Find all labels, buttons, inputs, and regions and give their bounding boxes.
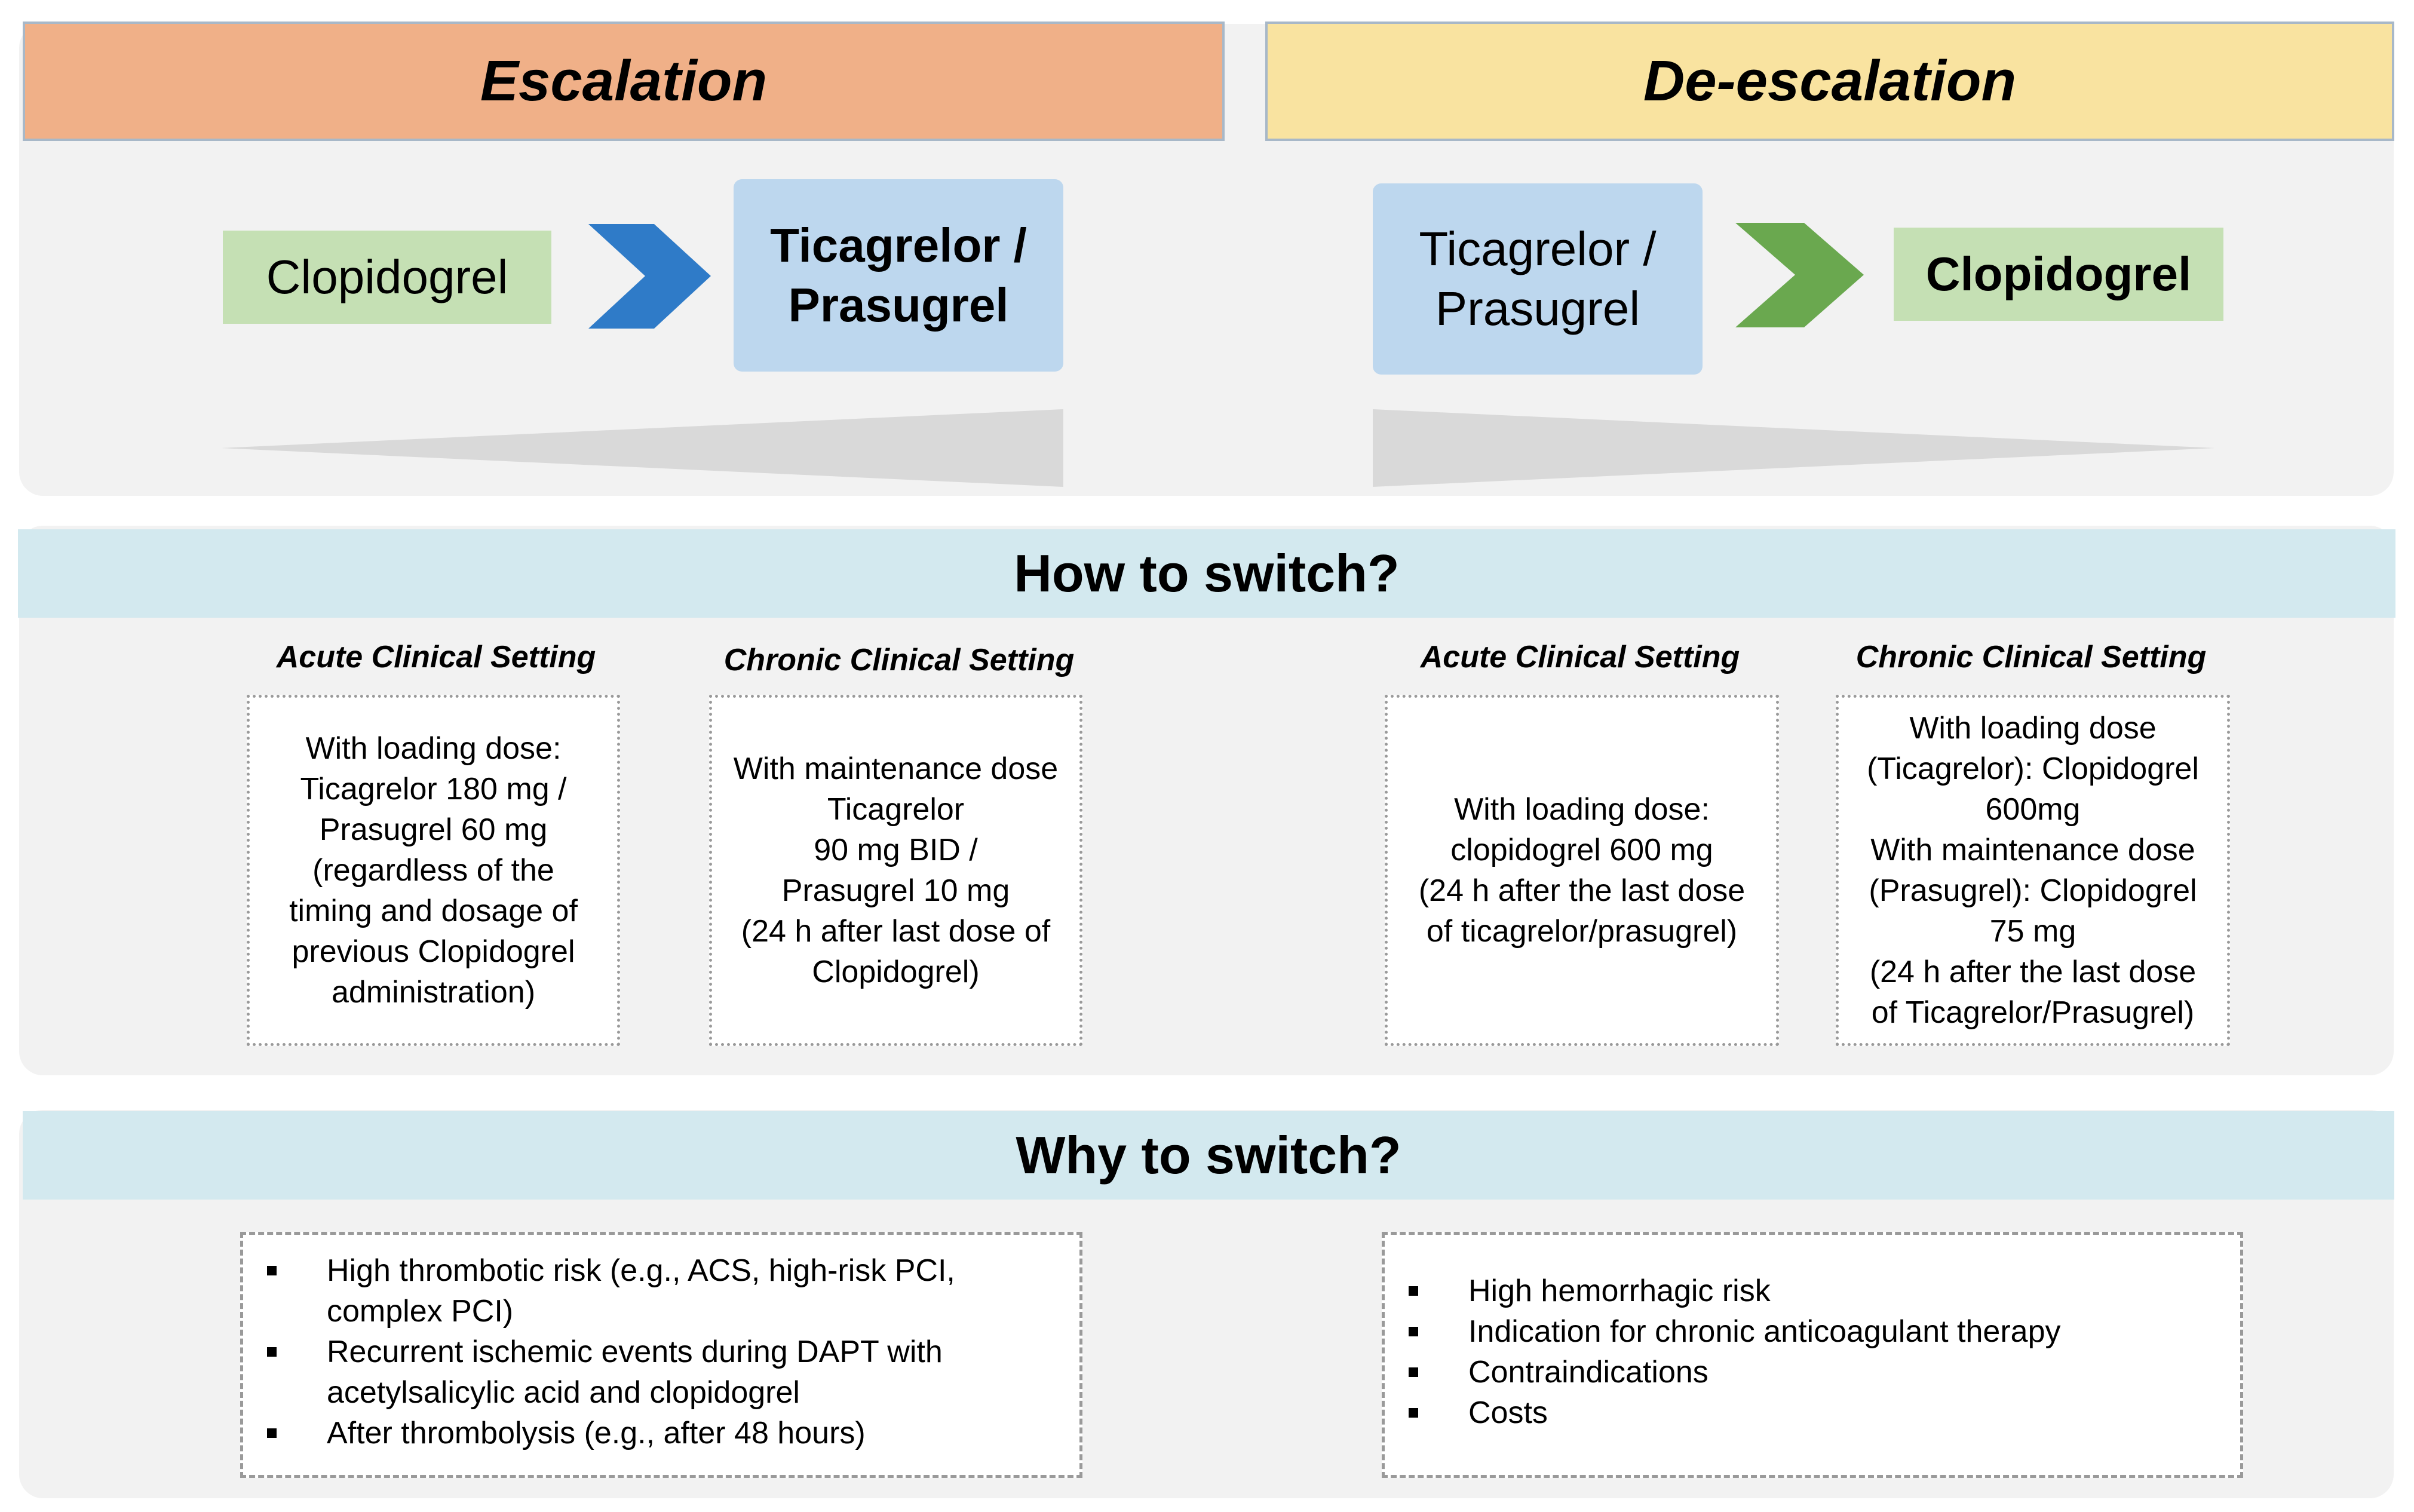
escalation-wedge-icon: [221, 409, 1063, 487]
bullet-icon: [1409, 1327, 1418, 1336]
deescalation-wedge-shape: [1373, 409, 2215, 487]
bullet-icon: [267, 1428, 277, 1438]
escalation-reasons-box: High thrombotic risk (e.g., ACS, high-ri…: [240, 1232, 1082, 1478]
how-to-switch-band: How to switch?: [18, 529, 2395, 618]
escalation-reasons-list: High thrombotic risk (e.g., ACS, high-ri…: [243, 1250, 1079, 1453]
deescalation-arrow-icon: [1735, 223, 1864, 327]
esc-acute-box: With loading dose: Ticagrelor 180 mg / P…: [247, 695, 620, 1046]
escalation-arrow-icon: [588, 224, 711, 329]
why-to-switch-title: Why to switch?: [1016, 1125, 1401, 1185]
deescalation-reasons-list: High hemorrhagic risk Indication for chr…: [1385, 1271, 2240, 1433]
bullet-icon: [267, 1266, 277, 1275]
deescalation-reasons-box: High hemorrhagic risk Indication for chr…: [1382, 1232, 2243, 1478]
list-item: High thrombotic risk (e.g., ACS, high-ri…: [243, 1250, 1079, 1332]
desc-chronic-box: With loading dose (Ticagrelor): Clopidog…: [1836, 695, 2230, 1046]
why-to-switch-band: Why to switch?: [23, 1111, 2394, 1200]
escalation-from-drug: Clopidogrel: [223, 231, 551, 324]
setting-label-esc-chronic: Chronic Clinical Setting: [723, 643, 1075, 677]
list-item: High hemorrhagic risk: [1385, 1271, 2240, 1311]
bullet-icon: [1409, 1408, 1418, 1418]
list-item: Costs: [1385, 1393, 2240, 1433]
deescalation-header: De-escalation: [1265, 22, 2394, 141]
setting-label-desc-acute: Acute Clinical Setting: [1420, 640, 1740, 674]
list-item: Recurrent ischemic events during DAPT wi…: [243, 1332, 1079, 1413]
escalation-wedge-shape: [221, 409, 1063, 487]
setting-label-esc-acute: Acute Clinical Setting: [276, 640, 596, 674]
deescalation-title: De-escalation: [1643, 49, 2017, 113]
deescalation-arrow-shape: [1735, 223, 1864, 327]
deescalation-to-drug: Clopidogrel: [1894, 228, 2223, 321]
deescalation-wedge-icon: [1373, 409, 2215, 487]
esc-chronic-box: With maintenance dose Ticagrelor 90 mg B…: [709, 695, 1082, 1046]
deescalation-from-drug: Ticagrelor / Prasugrel: [1373, 183, 1703, 375]
escalation-title: Escalation: [480, 49, 768, 113]
escalation-header: Escalation: [23, 22, 1225, 141]
list-item: Contraindications: [1385, 1352, 2240, 1393]
bullet-icon: [1409, 1367, 1418, 1377]
bullet-icon: [267, 1347, 277, 1357]
how-to-switch-title: How to switch?: [1014, 544, 1400, 603]
setting-label-desc-chronic: Chronic Clinical Setting: [1855, 640, 2207, 674]
desc-acute-box: With loading dose: clopidogrel 600 mg (2…: [1385, 695, 1779, 1046]
list-item: Indication for chronic anticoagulant the…: [1385, 1311, 2240, 1352]
escalation-arrow-shape: [588, 224, 711, 329]
bullet-icon: [1409, 1286, 1418, 1296]
escalation-to-drug: Ticagrelor / Prasugrel: [734, 179, 1063, 372]
list-item: After thrombolysis (e.g., after 48 hours…: [243, 1413, 1079, 1453]
